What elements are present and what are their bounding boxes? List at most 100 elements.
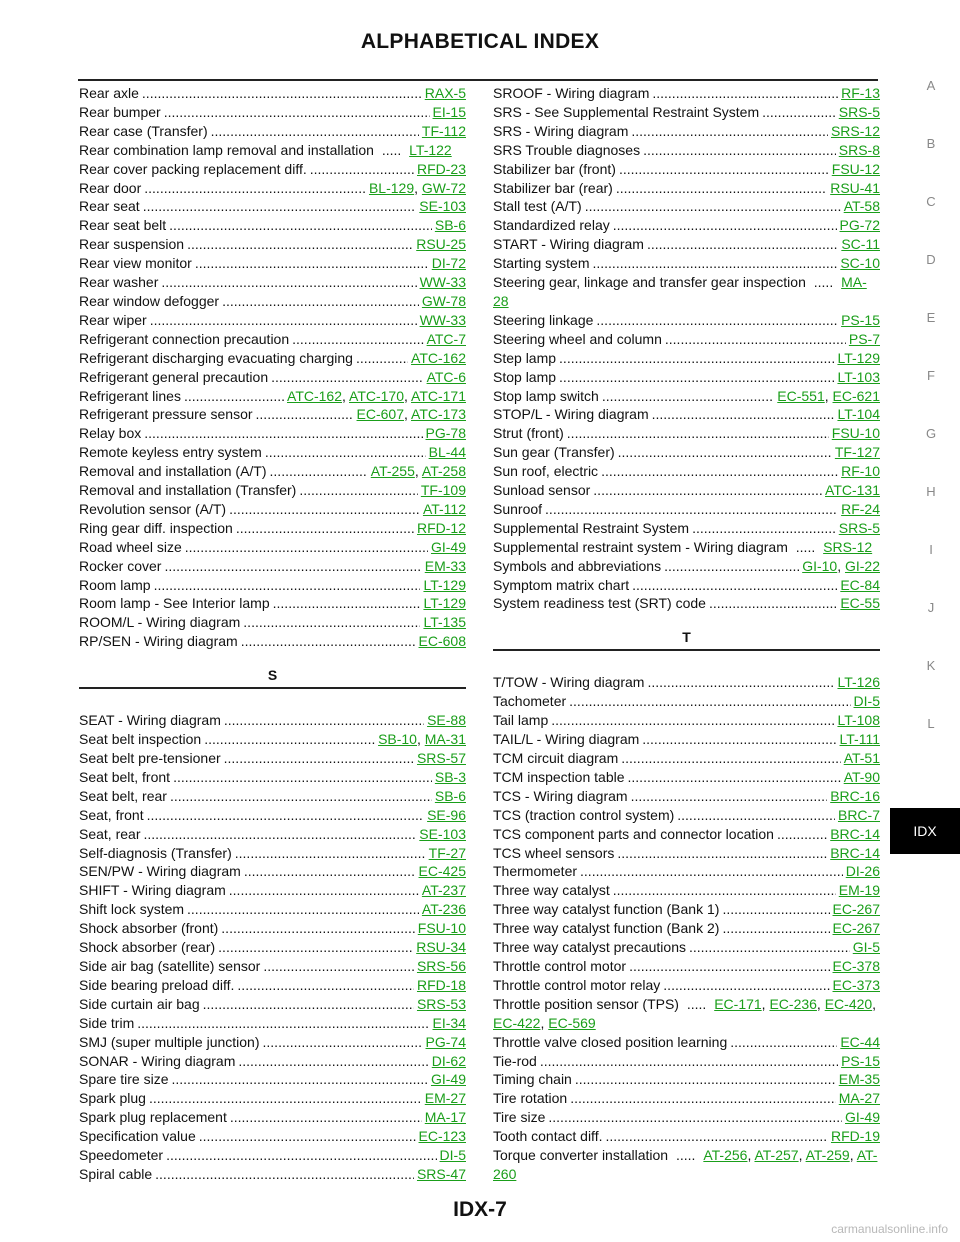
page-ref-link[interactable]: EC-420 bbox=[824, 995, 873, 1012]
page-ref-link[interactable]: GI-5 bbox=[852, 939, 880, 956]
page-ref-link[interactable]: SE-96 bbox=[427, 806, 466, 823]
page-ref-link[interactable]: RFD-23 bbox=[416, 160, 466, 177]
page-ref-link[interactable]: ATC-7 bbox=[426, 330, 466, 347]
page-ref-link[interactable]: DI-62 bbox=[431, 1052, 466, 1069]
page-ref-link[interactable]: SB-10 bbox=[378, 731, 417, 748]
page-ref-link[interactable]: RAX-5 bbox=[424, 85, 466, 101]
page-ref-link[interactable]: AT-255 bbox=[370, 463, 415, 480]
page-ref-link[interactable]: MA-28 bbox=[493, 274, 867, 309]
page-ref-link[interactable]: EC-55 bbox=[840, 595, 880, 612]
page-ref-link[interactable]: SRS-5 bbox=[838, 103, 880, 120]
page-ref-link[interactable]: GI-49 bbox=[844, 1109, 880, 1126]
page-ref-link[interactable]: RFD-12 bbox=[416, 519, 466, 536]
side-tab-j[interactable]: J bbox=[927, 600, 935, 615]
side-tab-i[interactable]: I bbox=[929, 542, 933, 557]
page-ref-link[interactable]: EC-236 bbox=[769, 995, 817, 1012]
page-ref-link[interactable]: PG-74 bbox=[425, 1033, 466, 1050]
page-ref-link[interactable]: AT-58 bbox=[843, 198, 880, 215]
page-ref-link[interactable]: AT-237 bbox=[421, 882, 466, 899]
page-ref-link[interactable]: LT-122 bbox=[409, 141, 452, 158]
page-ref-link[interactable]: SC-10 bbox=[840, 255, 880, 272]
page-ref-link[interactable]: ATC-162 bbox=[411, 349, 466, 366]
page-ref-link[interactable]: EM-33 bbox=[424, 557, 466, 574]
page-ref-link[interactable]: DI-5 bbox=[853, 693, 880, 710]
page-ref-link[interactable]: MA-27 bbox=[838, 1090, 880, 1107]
page-ref-link[interactable]: DI-72 bbox=[431, 255, 466, 272]
page-ref-link[interactable]: LT-111 bbox=[839, 731, 880, 748]
page-ref-link[interactable]: BRC-16 bbox=[830, 787, 880, 804]
page-ref-link[interactable]: EM-35 bbox=[838, 1071, 880, 1088]
page-ref-link[interactable]: SB-6 bbox=[434, 217, 466, 234]
page-ref-link[interactable]: RFD-18 bbox=[416, 976, 466, 993]
page-ref-link[interactable]: SRS-12 bbox=[823, 538, 873, 555]
page-ref-link[interactable]: PS-7 bbox=[848, 330, 880, 347]
page-ref-link[interactable]: TF-27 bbox=[428, 844, 466, 861]
page-ref-link[interactable]: EC-44 bbox=[840, 1033, 880, 1050]
page-ref-link[interactable]: WW-33 bbox=[419, 274, 466, 291]
page-ref-link[interactable]: EM-19 bbox=[838, 882, 880, 899]
page-ref-link[interactable]: EC-608 bbox=[418, 633, 466, 650]
page-ref-link[interactable]: RF-24 bbox=[841, 500, 880, 517]
page-ref-link[interactable]: PS-15 bbox=[841, 311, 880, 328]
page-ref-link[interactable]: BL-44 bbox=[428, 444, 466, 461]
page-ref-link[interactable]: ATC-131 bbox=[825, 482, 880, 499]
page-ref-link[interactable]: EC-551 bbox=[777, 387, 825, 404]
page-ref-link[interactable]: LT-129 bbox=[837, 349, 880, 366]
page-ref-link[interactable]: DI-5 bbox=[439, 1147, 466, 1164]
page-ref-link[interactable]: FSU-12 bbox=[831, 160, 880, 177]
page-ref-link[interactable]: SRS-8 bbox=[838, 141, 880, 158]
side-tab-c[interactable]: C bbox=[926, 194, 936, 209]
page-ref-link[interactable]: BRC-14 bbox=[830, 844, 880, 861]
page-ref-link[interactable]: LT-129 bbox=[423, 576, 466, 593]
page-ref-link[interactable]: AT-259 bbox=[805, 1147, 850, 1164]
page-ref-link[interactable]: ATC-171 bbox=[411, 387, 466, 404]
page-ref-link[interactable]: EC-422 bbox=[493, 1014, 541, 1031]
page-ref-link[interactable]: AT-257 bbox=[754, 1147, 799, 1164]
page-ref-link[interactable]: AT-260 bbox=[493, 1147, 878, 1182]
page-ref-link[interactable]: ATC-6 bbox=[426, 368, 466, 385]
page-ref-link[interactable]: GW-72 bbox=[421, 179, 466, 196]
page-ref-link[interactable]: PS-15 bbox=[841, 1052, 880, 1069]
page-ref-link[interactable]: EC-607 bbox=[356, 406, 404, 423]
page-ref-link[interactable]: LT-108 bbox=[837, 712, 880, 729]
page-ref-link[interactable]: EC-569 bbox=[548, 1014, 596, 1031]
side-tab-h[interactable]: H bbox=[926, 484, 936, 499]
page-ref-link[interactable]: RSU-25 bbox=[416, 236, 466, 253]
page-ref-link[interactable]: EC-378 bbox=[832, 957, 880, 974]
page-ref-link[interactable]: FSU-10 bbox=[831, 425, 880, 442]
page-ref-link[interactable]: AT-256 bbox=[703, 1147, 748, 1164]
page-ref-link[interactable]: EM-27 bbox=[424, 1090, 466, 1107]
page-ref-link[interactable]: DI-26 bbox=[845, 863, 880, 880]
page-ref-link[interactable]: WW-33 bbox=[419, 311, 466, 328]
page-ref-link[interactable]: AT-51 bbox=[843, 750, 880, 766]
page-ref-link[interactable]: SRS-47 bbox=[416, 1165, 466, 1182]
page-ref-link[interactable]: GI-10 bbox=[802, 557, 838, 574]
page-ref-link[interactable]: ATC-170 bbox=[349, 387, 404, 404]
page-ref-link[interactable]: PG-72 bbox=[839, 217, 880, 234]
page-ref-link[interactable]: EC-373 bbox=[832, 976, 880, 993]
page-ref-link[interactable]: RSU-34 bbox=[416, 939, 466, 956]
page-ref-link[interactable]: SRS-5 bbox=[838, 519, 880, 536]
page-ref-link[interactable]: LT-135 bbox=[423, 614, 466, 631]
page-ref-link[interactable]: SB-3 bbox=[434, 768, 466, 785]
page-ref-link[interactable]: AT-90 bbox=[843, 768, 880, 785]
page-ref-link[interactable]: SRS-56 bbox=[416, 957, 466, 974]
page-ref-link[interactable]: RF-13 bbox=[841, 85, 880, 101]
page-ref-link[interactable]: EC-123 bbox=[418, 1128, 466, 1145]
page-ref-link[interactable]: SRS-12 bbox=[830, 122, 880, 139]
page-ref-link[interactable]: TF-109 bbox=[420, 482, 466, 499]
tab-idx-active[interactable]: IDX bbox=[890, 808, 960, 854]
page-ref-link[interactable]: SE-88 bbox=[427, 712, 466, 729]
page-ref-link[interactable]: TF-127 bbox=[834, 444, 880, 461]
side-tab-f[interactable]: F bbox=[927, 368, 935, 383]
page-ref-link[interactable]: SB-6 bbox=[434, 787, 466, 804]
page-ref-link[interactable]: ATC-173 bbox=[411, 406, 466, 423]
page-ref-link[interactable]: EC-621 bbox=[832, 387, 880, 404]
side-tab-b[interactable]: B bbox=[926, 136, 936, 151]
page-ref-link[interactable]: LT-126 bbox=[837, 674, 880, 691]
page-ref-link[interactable]: SC-11 bbox=[841, 236, 880, 253]
page-ref-link[interactable]: BRC-14 bbox=[830, 825, 880, 842]
page-ref-link[interactable]: SRS-57 bbox=[416, 750, 466, 766]
page-ref-link[interactable]: LT-129 bbox=[423, 595, 466, 612]
page-ref-link[interactable]: MA-17 bbox=[424, 1109, 466, 1126]
